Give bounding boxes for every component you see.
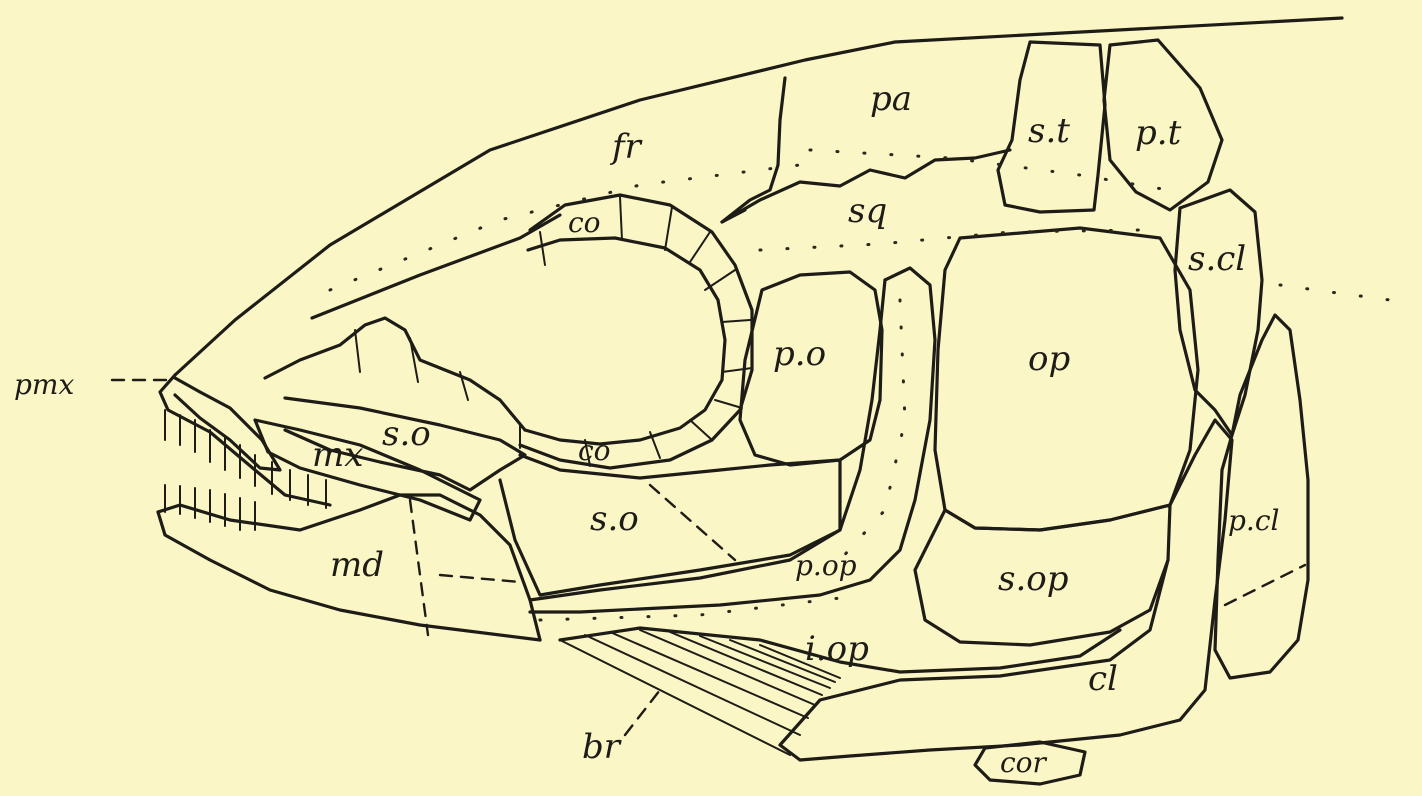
label-pcl: p.cl: [1228, 504, 1279, 537]
label-md: md: [330, 545, 384, 585]
opercle-bone: [935, 228, 1198, 530]
label-iop: i.op: [805, 629, 869, 669]
label-pt: p.t: [1135, 113, 1182, 153]
label-mx: mx: [312, 435, 363, 475]
postclavicle-dashed-line: [1225, 565, 1305, 605]
label-pmx: pmx: [14, 368, 74, 401]
label-pop: p.op: [795, 549, 857, 582]
label-co-top: co: [568, 206, 601, 239]
premaxilla-bone: [175, 378, 280, 470]
label-so-upper: s.o: [382, 414, 431, 454]
label-pa: pa: [870, 79, 912, 119]
label-cl: cl: [1088, 659, 1118, 699]
suborbital-dashed-line: [650, 485, 735, 560]
label-br: br: [582, 727, 622, 767]
label-scl: s.cl: [1188, 239, 1246, 279]
label-fr: fr: [609, 127, 643, 167]
branchiostegal-pointer: [625, 690, 660, 735]
label-op: op: [1028, 339, 1070, 379]
suborbital-lower: [500, 455, 840, 595]
lateral-line-jaw: [540, 598, 840, 620]
label-co-bottom: co: [578, 434, 611, 467]
maxilla-bone: [255, 420, 480, 520]
label-sop: s.op: [998, 559, 1069, 599]
supraclavicle-bone: [1175, 190, 1262, 435]
suborbital-sutures: [355, 330, 520, 448]
label-po: p.o: [773, 334, 826, 374]
label-cor: cor: [1000, 746, 1048, 779]
frontal-parietal-suture: [722, 78, 785, 222]
orbit-inner-ring: [525, 238, 725, 444]
orbit-outer-ring: [520, 195, 752, 468]
lateral-line-sq: [760, 230, 1140, 250]
postclavicle-bone: [1215, 315, 1308, 678]
label-so-lower: s.o: [590, 499, 639, 539]
frontal-lower-edge: [312, 215, 560, 318]
mandible-dashed-horizontal: [440, 575, 520, 582]
label-sq: sq: [848, 191, 887, 231]
lateral-line-frontal: [330, 165, 800, 290]
label-st: s.t: [1028, 111, 1070, 151]
lateral-line-trunk: [1280, 285, 1390, 300]
mandible-dashed-vertical: [410, 500, 428, 635]
